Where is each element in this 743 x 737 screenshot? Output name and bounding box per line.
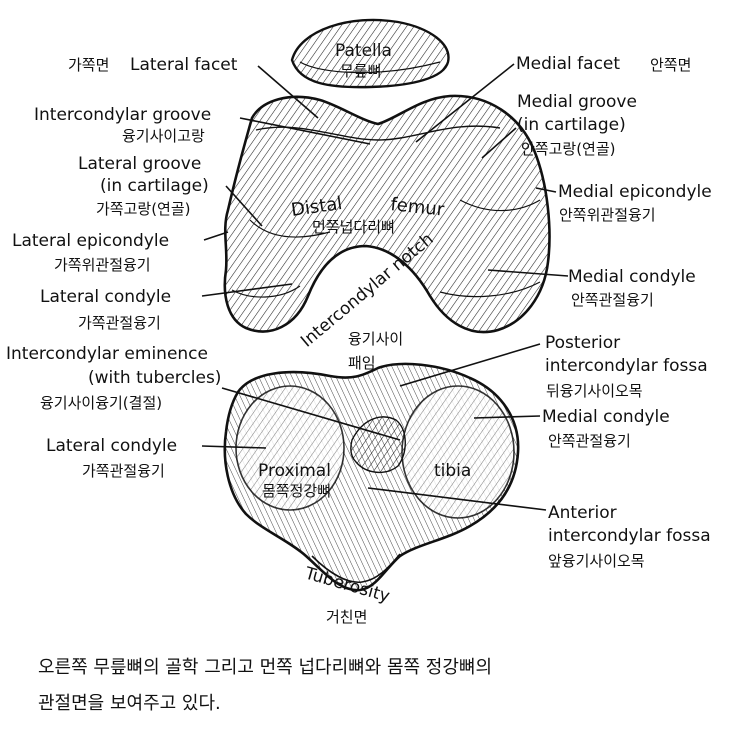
- posterior-fossa-label-en-2: intercondylar fossa: [545, 356, 708, 376]
- lateral-condyle-tibia-label-en: Lateral condyle: [46, 436, 178, 456]
- lateral-facet-label-ko: 가쪽면: [68, 56, 110, 74]
- patella-label-en: Patella: [335, 41, 392, 61]
- figure-caption: 오른쪽 무릎뼈의 골학 그리고 먼쪽 넙다리뼈와 몸쪽 정강뼈의 관절면을 보여…: [38, 650, 718, 722]
- medial-condyle-tibia-label-ko: 안쪽관절융기: [548, 432, 631, 450]
- tuberosity-label-ko: 거친면: [326, 608, 368, 626]
- lateral-condyle-femur-label-en: Lateral condyle: [40, 287, 172, 307]
- distal-femur-label-ko: 먼쪽넙다리뼈: [312, 218, 395, 236]
- proximal-tibia-bone: [223, 362, 520, 592]
- anterior-fossa-label-en-2: intercondylar fossa: [548, 526, 711, 546]
- intercondylar-notch-label-ko-1: 융기사이: [348, 330, 404, 348]
- lateral-groove-label-ko: 가쪽고랑(연골): [96, 200, 191, 218]
- intercondylar-eminence-label-ko: 융기사이융기(결절): [40, 394, 163, 412]
- intercondylar-groove-label-en: Intercondylar groove: [34, 105, 212, 125]
- lateral-condyle-tibia-label-ko: 가쪽관절융기: [82, 462, 165, 480]
- lateral-groove-label-en-2: (in cartilage): [100, 176, 209, 196]
- lateral-groove-label-en-1: Lateral groove: [78, 154, 202, 174]
- medial-epicondyle-label-ko: 안쪽위관절융기: [559, 206, 656, 224]
- distal-femur-bone: [223, 94, 551, 334]
- posterior-fossa-label-ko: 뒤융기사이오목: [546, 382, 643, 400]
- intercondylar-notch-label-ko-2: 패임: [348, 354, 376, 372]
- medial-condyle-femur-label-ko: 안쪽관절융기: [571, 291, 654, 309]
- caption-line-2: 관절면을 보여주고 있다.: [38, 693, 221, 714]
- posterior-fossa-label-en-1: Posterior: [545, 333, 621, 353]
- medial-groove-label-en-2: (in cartilage): [517, 115, 626, 135]
- medial-groove-label-en-1: Medial groove: [517, 92, 637, 112]
- proximal-tibia-label-2: tibia: [434, 461, 471, 481]
- leader-lines: [201, 63, 569, 511]
- intercondylar-eminence-label-en-2: (with tubercles): [88, 368, 222, 388]
- proximal-tibia-label-ko: 몸쪽정강뼈: [262, 482, 331, 500]
- medial-condyle-tibia-label-en: Medial condyle: [542, 407, 670, 427]
- lateral-facet-label-en: Lateral facet: [130, 55, 238, 75]
- medial-facet-label-en: Medial facet: [516, 54, 621, 74]
- patella-bone: [290, 18, 450, 89]
- medial-epicondyle-label-en: Medial epicondyle: [558, 182, 712, 202]
- proximal-tibia-label-1: Proximal: [258, 461, 331, 481]
- lateral-epicondyle-label-en: Lateral epicondyle: [12, 231, 170, 251]
- lateral-epicondyle-label-ko: 가쪽위관절융기: [54, 256, 151, 274]
- anterior-fossa-label-en-1: Anterior: [548, 503, 617, 523]
- caption-line-1: 오른쪽 무릎뼈의 골학 그리고 먼쪽 넙다리뼈와 몸쪽 정강뼈의: [38, 657, 493, 678]
- medial-condyle-femur-label-en: Medial condyle: [568, 267, 696, 287]
- patella-label-ko: 무릎뼈: [340, 62, 381, 80]
- medial-facet-label-ko: 안쪽면: [650, 56, 692, 74]
- intercondylar-eminence-label-en-1: Intercondylar eminence: [6, 344, 208, 364]
- medial-groove-label-ko: 안쪽고랑(연골): [521, 140, 616, 158]
- intercondylar-groove-label-ko: 융기사이고랑: [122, 127, 205, 145]
- lateral-condyle-femur-label-ko: 가쪽관절융기: [78, 314, 161, 332]
- anterior-fossa-label-ko: 앞융기사이오목: [548, 552, 645, 570]
